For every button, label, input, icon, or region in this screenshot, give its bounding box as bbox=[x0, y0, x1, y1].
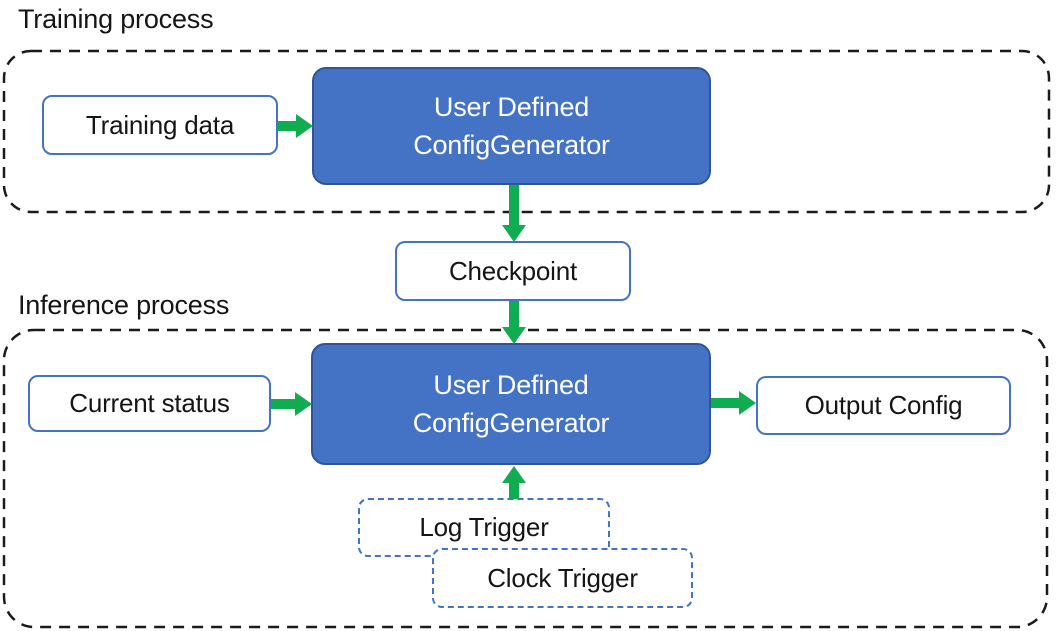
node-config-generator-training: User Defined ConfigGenerator bbox=[312, 67, 711, 185]
arrow-triggers-to-generator-icon bbox=[502, 466, 526, 499]
arrow-current-status-to-generator-icon bbox=[271, 392, 312, 416]
node-clock-trigger-label: Clock Trigger bbox=[487, 562, 638, 593]
arrow-generator-to-checkpoint-icon bbox=[502, 185, 526, 242]
node-config-generator-inference-label-line1: User Defined bbox=[433, 370, 589, 400]
node-config-generator-inference-label-line2: ConfigGenerator bbox=[412, 408, 610, 438]
node-current-status: Current status bbox=[28, 375, 271, 432]
node-output-config: Output Config bbox=[756, 376, 1011, 435]
node-current-status-label: Current status bbox=[69, 388, 230, 418]
arrow-checkpoint-to-generator-icon bbox=[502, 301, 526, 344]
node-clock-trigger: Clock Trigger bbox=[432, 548, 693, 608]
node-config-generator-training-label-line2: ConfigGenerator bbox=[413, 130, 610, 160]
node-config-generator-training-label-line1: User Defined bbox=[433, 92, 590, 122]
node-training-data-label: Training data bbox=[85, 109, 235, 140]
node-training-data: Training data bbox=[42, 95, 278, 155]
node-output-config-label: Output Config bbox=[804, 390, 963, 420]
inference-process-label: Inference process bbox=[18, 290, 230, 320]
node-checkpoint-label: Checkpoint bbox=[448, 255, 578, 286]
node-log-trigger-label: Log Trigger bbox=[419, 512, 549, 542]
node-checkpoint: Checkpoint bbox=[395, 241, 631, 301]
node-config-generator-inference: User Defined ConfigGenerator bbox=[311, 343, 711, 465]
arrow-generator-to-output-config-icon bbox=[711, 391, 756, 415]
training-process-label: Training process bbox=[18, 4, 214, 34]
arrow-training-data-to-generator-icon bbox=[277, 114, 313, 138]
